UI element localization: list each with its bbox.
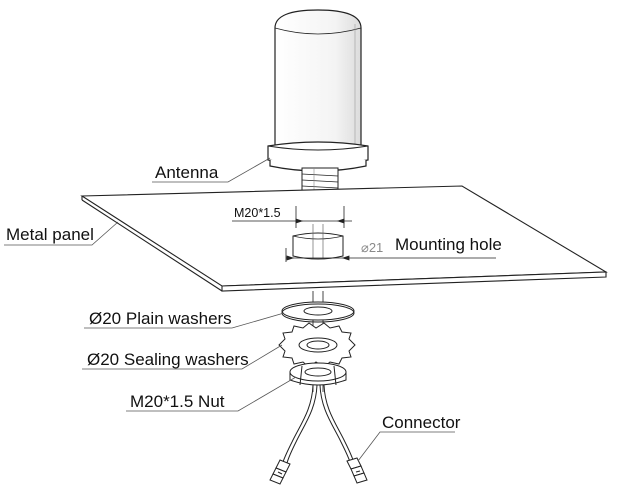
mounting-hole bbox=[292, 224, 344, 260]
connector-label: Connector bbox=[382, 413, 461, 432]
thread-size-label: M20*1.5 bbox=[234, 206, 281, 220]
antenna-body bbox=[267, 9, 369, 172]
right-connector bbox=[346, 457, 368, 484]
thread-dimension bbox=[232, 206, 352, 228]
hex-nut bbox=[289, 362, 347, 386]
antenna-label: Antenna bbox=[155, 163, 219, 182]
leader-lines bbox=[4, 157, 455, 462]
plain-washers-label: Ø20 Plain washers bbox=[89, 309, 232, 328]
sealing-washers-label: Ø20 Sealing washers bbox=[87, 350, 249, 369]
metal-panel-label: Metal panel bbox=[6, 225, 94, 244]
metal-panel bbox=[80, 185, 608, 292]
cables bbox=[282, 384, 355, 464]
sealing-washer bbox=[278, 322, 356, 368]
left-connector bbox=[269, 459, 291, 485]
plain-washer bbox=[281, 301, 355, 323]
hole-dimension bbox=[285, 248, 496, 262]
hole-diameter-label: ⌀21 bbox=[361, 240, 383, 255]
mounting-hole-label: Mounting hole bbox=[395, 235, 502, 254]
nut-label: M20*1.5 Nut bbox=[130, 392, 225, 411]
